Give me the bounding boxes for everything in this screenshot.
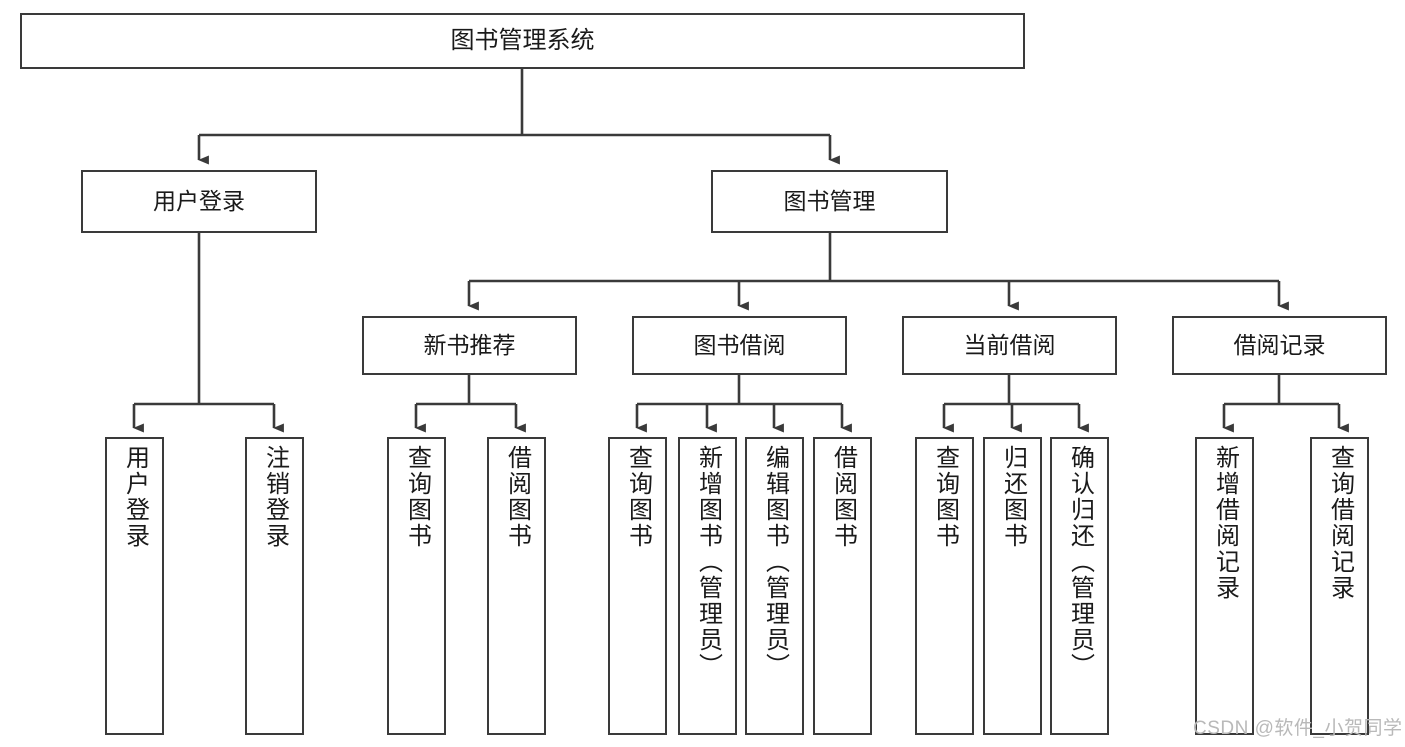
leaf-return-book[interactable]: 归还图书: [983, 437, 1042, 735]
node-label: 图书管理: [783, 187, 876, 214]
node-label: 查询图书: [624, 445, 652, 549]
node-book-manage[interactable]: 图书管理: [711, 170, 948, 233]
node-label: 借阅图书: [829, 445, 857, 549]
node-label: 注销登录: [261, 445, 289, 549]
node-label: 新增图书（管理员）: [694, 445, 722, 679]
leaf-query-book-current[interactable]: 查询图书: [915, 437, 974, 735]
leaf-query-book-recommend[interactable]: 查询图书: [387, 437, 446, 735]
node-label: 图书管理系统: [450, 26, 595, 54]
leaf-edit-book-admin[interactable]: 编辑图书（管理员）: [745, 437, 804, 735]
node-label: 新书推荐: [423, 331, 516, 358]
leaf-borrow-book-recommend[interactable]: 借阅图书: [487, 437, 546, 735]
node-system-root[interactable]: 图书管理系统: [20, 13, 1025, 69]
watermark-text: CSDN @软件_小贺同学: [1193, 718, 1403, 739]
node-label: 用户登录: [153, 187, 245, 214]
node-label: 确认归还（管理员）: [1066, 445, 1094, 679]
node-user-login[interactable]: 用户登录: [81, 170, 317, 233]
leaf-add-borrow-record[interactable]: 新增借阅记录: [1195, 437, 1254, 735]
node-current-borrow[interactable]: 当前借阅: [902, 316, 1117, 375]
node-label: 新增借阅记录: [1211, 445, 1239, 601]
node-label: 查询借阅记录: [1326, 445, 1354, 601]
node-label: 借阅图书: [503, 445, 531, 549]
leaf-user-logout[interactable]: 注销登录: [245, 437, 304, 735]
leaf-user-login[interactable]: 用户登录: [105, 437, 164, 735]
leaf-query-book-borrow[interactable]: 查询图书: [608, 437, 667, 735]
node-label: 查询图书: [403, 445, 431, 549]
node-label: 借阅记录: [1233, 331, 1326, 358]
node-label: 编辑图书（管理员）: [761, 445, 789, 679]
node-label: 归还图书: [999, 445, 1027, 549]
node-label: 当前借阅: [963, 331, 1056, 358]
leaf-borrow-book[interactable]: 借阅图书: [813, 437, 872, 735]
node-label: 查询图书: [931, 445, 959, 549]
leaf-add-book-admin[interactable]: 新增图书（管理员）: [678, 437, 737, 735]
node-borrow-record[interactable]: 借阅记录: [1172, 316, 1387, 375]
node-book-borrow[interactable]: 图书借阅: [632, 316, 847, 375]
node-label: 用户登录: [121, 445, 149, 549]
leaf-query-borrow-record[interactable]: 查询借阅记录: [1310, 437, 1369, 735]
node-new-book-recommend[interactable]: 新书推荐: [362, 316, 577, 375]
leaf-confirm-return-admin[interactable]: 确认归还（管理员）: [1050, 437, 1109, 735]
node-label: 图书借阅: [693, 331, 786, 358]
